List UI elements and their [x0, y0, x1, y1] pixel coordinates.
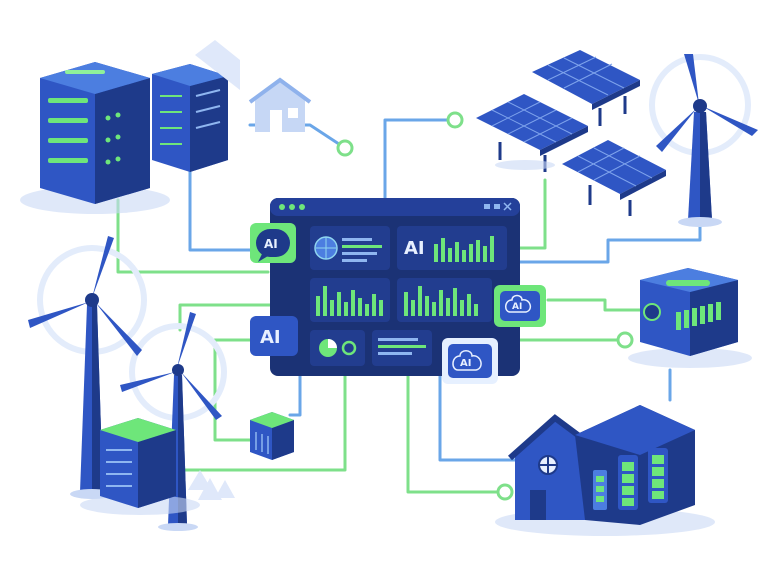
- home-battery-pack-3: [648, 448, 668, 503]
- battery-cells: [676, 302, 721, 330]
- solar-panel-2: [476, 94, 588, 172]
- ai-badge-left: AI: [250, 316, 298, 356]
- connector-turbine-right: [518, 223, 702, 264]
- data-center-block: [80, 418, 235, 515]
- connector-bottom-left: [168, 373, 347, 472]
- home-battery-pack-1: [593, 470, 607, 510]
- text-lines-icon: [378, 338, 426, 355]
- ai-brain-badge-bottom: AI: [442, 338, 498, 384]
- wind-turbine-top-right: [649, 54, 758, 227]
- connector-left-turbine: [178, 303, 274, 332]
- svg-text:AI: AI: [264, 237, 278, 251]
- house-small: [195, 40, 312, 132]
- window-controls: [279, 202, 512, 211]
- svg-text:AI: AI: [512, 302, 522, 312]
- connector-left-servers: [116, 198, 270, 274]
- connector-node-top: [446, 111, 464, 129]
- ai-brain-badge-right: AI: [494, 285, 546, 327]
- connector-solar: [518, 178, 547, 250]
- ai-bar-chart-label: AI: [404, 238, 425, 259]
- solar-panel-1: [532, 50, 640, 126]
- svg-text:AI: AI: [460, 358, 471, 369]
- solar-panel-3: [562, 140, 666, 216]
- connector-top-center: [383, 118, 452, 207]
- small-cube-device: [250, 412, 294, 460]
- wind-turbines-left: [28, 236, 227, 531]
- central-ai-dashboard: AI: [270, 198, 520, 376]
- close-icon: [503, 202, 512, 211]
- brain-icon: [452, 350, 482, 371]
- solar-panels: [476, 50, 666, 216]
- brain-icon: [505, 294, 532, 313]
- bar-chart-icon: [434, 236, 494, 262]
- connector-home-2: [438, 373, 532, 462]
- bar-chart-icon: [316, 286, 383, 316]
- connector-node-battery: [616, 331, 634, 349]
- connector-left-mid: [213, 338, 252, 442]
- ai-chat-badge-top: AI: [250, 223, 296, 263]
- text-lines-tile: [372, 330, 432, 366]
- connector-home-1: [406, 373, 502, 494]
- ai-bar-chart-tile: AI: [397, 226, 507, 270]
- connector-cube: [288, 373, 302, 417]
- connector-left-servers-2: [188, 170, 257, 252]
- connector-battery-1: [546, 298, 642, 312]
- connector-node-home: [496, 483, 514, 501]
- bar-chart-icon: [404, 286, 478, 316]
- smart-home-with-batteries: [495, 405, 715, 536]
- connector-lines: [116, 111, 702, 501]
- server-rack-left: [20, 62, 170, 214]
- pie-chart-tile: [310, 330, 365, 366]
- brain-globe-tile: [310, 226, 390, 270]
- home-battery-pack-2: [618, 455, 638, 510]
- svg-text:AI: AI: [260, 327, 281, 348]
- battery-unit: [628, 268, 752, 368]
- pie-chart-icon: [319, 339, 357, 357]
- server-rack-left-slots: [48, 70, 105, 163]
- bar-chart-tile-2: [397, 278, 492, 322]
- connector-node-house: [336, 139, 354, 157]
- bar-chart-tile-1: [310, 278, 390, 322]
- server-rack-right: [152, 64, 228, 172]
